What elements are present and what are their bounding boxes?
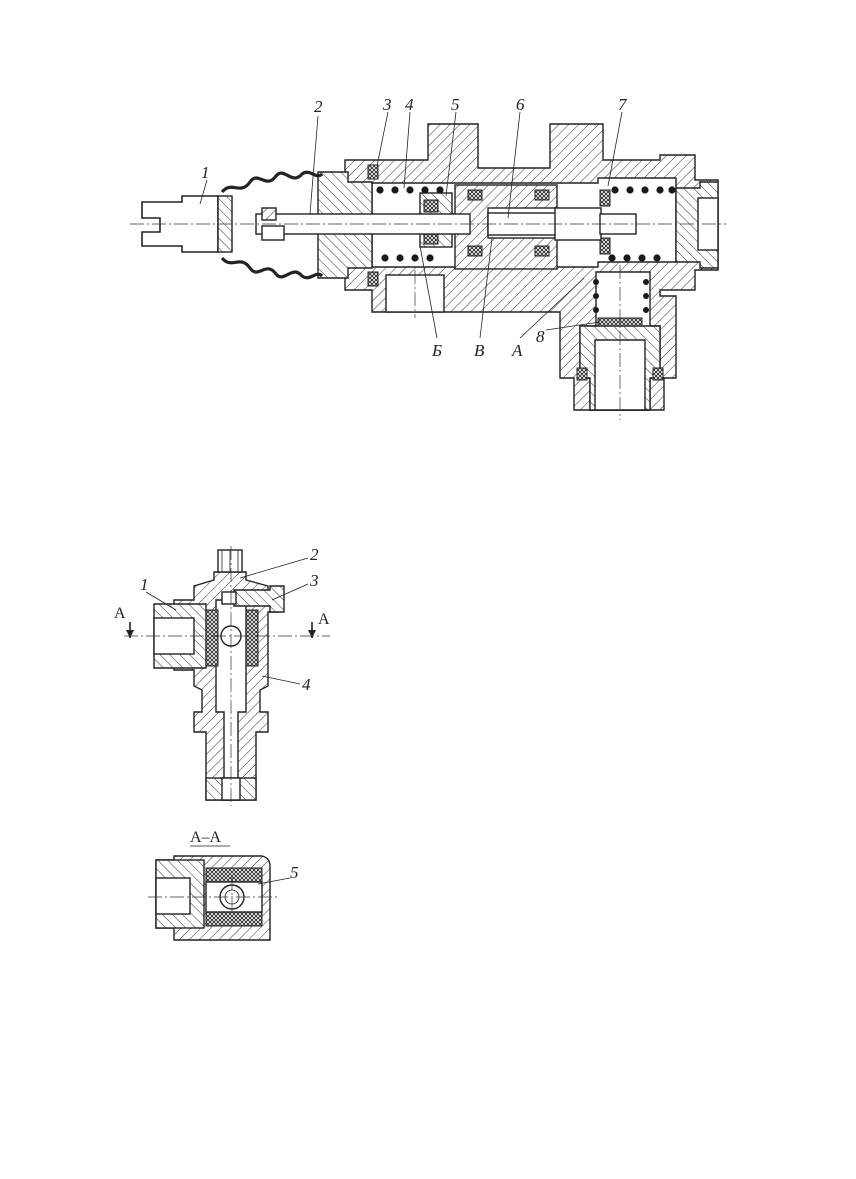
return-spring-right — [608, 186, 676, 262]
seal-ring — [599, 237, 611, 255]
seal-ring — [423, 199, 439, 213]
section-arrowhead-left — [126, 630, 134, 638]
clevis-fork — [141, 195, 219, 253]
callout-2: 2 — [314, 97, 323, 116]
letter-a: А — [511, 341, 523, 360]
seal-ring — [467, 245, 483, 257]
main-assembly-section: 1 2 3 4 5 6 7 8 Б В А — [130, 95, 726, 420]
seal-ring — [599, 189, 611, 207]
screw-slot — [221, 591, 237, 605]
letter-v: В — [474, 341, 485, 360]
callout-1: 1 — [201, 163, 210, 182]
section-callout-5: 5 — [290, 863, 299, 882]
valve-seal — [245, 609, 259, 667]
valve-body-section: А А 1 2 3 4 — [114, 545, 330, 806]
nut — [261, 207, 277, 221]
section-a-a: А–А 5 — [148, 829, 299, 941]
section-leader-5 — [257, 877, 291, 885]
valve-seal — [205, 609, 219, 667]
section-seal — [205, 867, 263, 883]
section-mark-right: А — [318, 611, 330, 628]
callout-3: 3 — [382, 95, 392, 114]
seal-ring — [367, 271, 379, 287]
section-title: А–А — [190, 829, 222, 846]
callout-5: 5 — [451, 95, 460, 114]
seal-ring — [534, 245, 550, 257]
section-arrowhead-right — [308, 630, 316, 638]
seal-ring — [534, 189, 550, 201]
callout-8: 8 — [536, 327, 545, 346]
section-mark-left: А — [114, 605, 126, 622]
leader-lines — [199, 111, 623, 339]
valve-leader-lines — [145, 557, 309, 685]
locking-pin — [261, 225, 285, 241]
callout-4: 4 — [405, 95, 414, 114]
callout-7: 7 — [618, 95, 628, 114]
seal-ring — [576, 367, 588, 381]
valve-callout-2: 2 — [310, 545, 319, 564]
valve-spring — [593, 279, 649, 313]
return-spring-left — [376, 186, 444, 262]
rubber-boot — [220, 170, 324, 280]
valve-callout-1: 1 — [140, 575, 149, 594]
letter-b: Б — [431, 341, 442, 360]
adjusting-screw — [233, 585, 285, 613]
seal-ring — [367, 164, 379, 180]
seal-ring — [467, 189, 483, 201]
section-inlet-bore — [155, 877, 191, 915]
valve-callout-4: 4 — [302, 675, 311, 694]
callout-6: 6 — [516, 95, 525, 114]
seal-ring — [652, 367, 664, 381]
section-seal — [205, 911, 263, 927]
valve-callout-3: 3 — [309, 571, 319, 590]
